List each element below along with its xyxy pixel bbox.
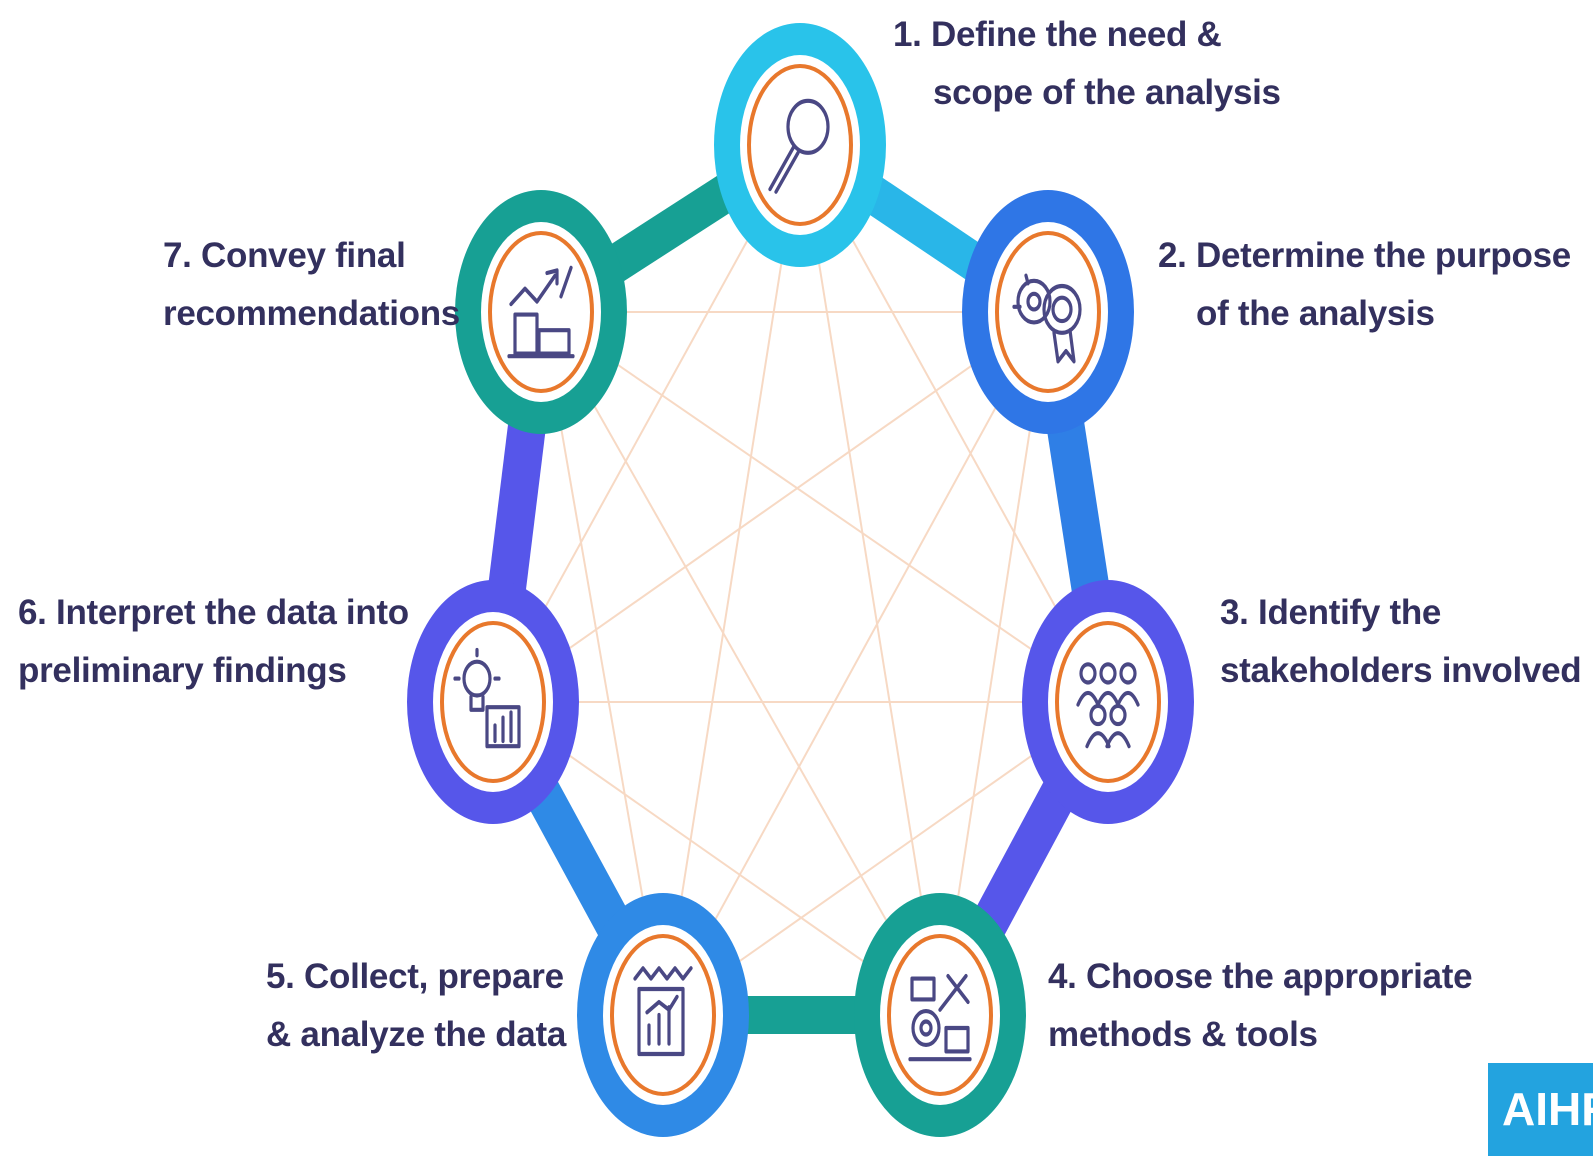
- step-label-2: 2. Determine the purpose of the analysis: [1158, 227, 1571, 343]
- step-3-inner-disc: [1048, 612, 1168, 792]
- step-label-1: 1. Define the need & scope of the analys…: [893, 6, 1281, 122]
- step-label-1-line-1: 1. Define the need &: [893, 15, 1222, 54]
- step-label-7: 7. Convey final recommendations: [163, 227, 460, 343]
- step-7-inner-disc: [481, 222, 601, 402]
- data-chart-icon: [633, 966, 693, 1057]
- step-node-6: [407, 580, 579, 824]
- step-label-3-line-1: 3. Identify the: [1220, 593, 1442, 632]
- growth-report-icon: [507, 265, 575, 359]
- step-label-4-line-2: methods & tools: [1048, 1015, 1318, 1054]
- step-label-6: 6. Interpret the data into preliminary f…: [18, 584, 409, 700]
- step-7-orange-ring: [488, 231, 594, 393]
- step-label-4: 4. Choose the appropriate methods & tool…: [1048, 948, 1473, 1064]
- web-line-1-4: [799, 144, 941, 1016]
- step-4-orange-ring: [887, 934, 993, 1096]
- step-label-7-line-1: 7. Convey final: [163, 236, 406, 275]
- step-5-inner-disc: [603, 925, 723, 1105]
- step-1-inner-disc: [740, 55, 860, 235]
- aihr-logo: AIHR: [1488, 1063, 1593, 1156]
- team-icon: [1076, 662, 1140, 749]
- magnifier-icon: [768, 98, 830, 194]
- target-gears-icon: [1012, 273, 1082, 364]
- step-4-inner-disc: [880, 925, 1000, 1105]
- step-label-5-line-1: 5. Collect, prepare: [266, 957, 564, 996]
- step-6-orange-ring: [440, 621, 546, 783]
- step-label-1-line-2: scope of the analysis: [933, 73, 1281, 112]
- step-label-4-line-1: 4. Choose the appropriate: [1048, 957, 1473, 996]
- web-line-4-7: [540, 311, 941, 1016]
- step-node-3: [1022, 580, 1194, 824]
- step-label-3-line-2: stakeholders involved: [1220, 651, 1582, 690]
- step-label-6-line-2: preliminary findings: [18, 651, 347, 690]
- step-5-orange-ring: [610, 934, 716, 1096]
- step-node-7: [455, 190, 627, 434]
- lightbulb-chart-icon: [453, 647, 521, 749]
- step-label-5-line-2: & analyze the data: [266, 1015, 566, 1054]
- step-node-1: [714, 23, 886, 267]
- step-1-orange-ring: [747, 64, 853, 226]
- step-label-6-line-1: 6. Interpret the data into: [18, 593, 409, 632]
- step-node-2: [962, 190, 1134, 434]
- step-label-2-line-2: of the analysis: [1196, 294, 1435, 333]
- step-2-orange-ring: [995, 231, 1101, 393]
- step-6-inner-disc: [433, 612, 553, 792]
- step-label-7-line-2: recommendations: [163, 294, 460, 333]
- step-3-orange-ring: [1055, 621, 1161, 783]
- web-line-2-6: [492, 311, 1049, 703]
- step-node-4: [854, 893, 1026, 1137]
- step-label-5: 5. Collect, prepare & analyze the data: [266, 948, 566, 1064]
- step-nodes: [407, 23, 1194, 1137]
- step-label-3: 3. Identify the stakeholders involved: [1220, 584, 1582, 700]
- step-node-5: [577, 893, 749, 1137]
- web-line-1-5: [662, 144, 801, 1016]
- step-label-2-line-1: 2. Determine the purpose: [1158, 236, 1571, 275]
- web-line-2-5: [662, 311, 1049, 1016]
- tools-icon: [908, 973, 972, 1062]
- web-line-3-7: [540, 311, 1109, 703]
